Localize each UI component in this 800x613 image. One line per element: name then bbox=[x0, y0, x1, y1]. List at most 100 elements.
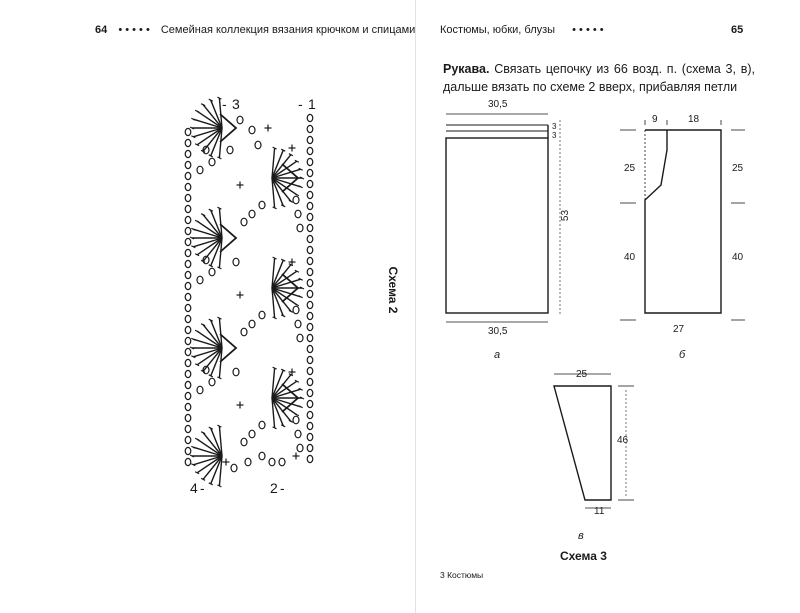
double-crochet-stitch bbox=[271, 177, 298, 196]
chain-stitch-oval bbox=[184, 303, 192, 313]
double-crochet-stitch bbox=[196, 127, 223, 146]
stitch-top-bar bbox=[200, 477, 206, 481]
double-crochet-stitch bbox=[271, 397, 292, 422]
schema-c-top: 25 bbox=[576, 369, 588, 380]
chain-stitch-oval bbox=[184, 314, 192, 324]
double-crochet-stitch bbox=[271, 154, 292, 179]
stitch-top-bar bbox=[299, 176, 305, 180]
row-label-4: 4 bbox=[190, 480, 198, 496]
double-crochet-stitch bbox=[271, 287, 276, 318]
stitch-top-bar bbox=[194, 471, 200, 475]
stitch-top-bar bbox=[217, 424, 222, 428]
v-stitch-cluster bbox=[281, 383, 300, 413]
double-crochet-stitch bbox=[218, 208, 223, 239]
page-footer: 3 Костюмы bbox=[440, 570, 484, 580]
stitch-top-bar bbox=[280, 204, 286, 208]
double-crochet-stitch bbox=[196, 237, 223, 256]
schema-a-caption: а bbox=[494, 349, 501, 361]
double-crochet-stitch bbox=[271, 368, 276, 399]
double-crochet-stitch bbox=[271, 168, 301, 179]
chain-stitch-oval bbox=[184, 369, 192, 379]
double-crochet-stitch bbox=[271, 287, 301, 298]
chain-stitch-oval bbox=[236, 115, 244, 125]
stitch-top-bar bbox=[191, 355, 196, 359]
stitch-top-bar bbox=[298, 387, 303, 391]
chain-stitch-oval bbox=[258, 420, 266, 430]
chain-stitch-oval bbox=[306, 344, 314, 354]
chain-stitch-oval bbox=[248, 429, 256, 439]
schema-3-title: Схема 3 bbox=[560, 549, 607, 563]
row-label-1-prefix: - bbox=[298, 96, 303, 112]
chain-stitch-oval bbox=[184, 435, 192, 445]
chain-stitch-oval bbox=[268, 457, 276, 467]
schema-b-outline bbox=[644, 129, 722, 314]
double-crochet-stitch bbox=[271, 369, 284, 399]
left-page-header: 64 • • • • • Семейная коллекция вязания … bbox=[95, 24, 415, 36]
chain-stitch-oval bbox=[184, 380, 192, 390]
double-crochet-stitch bbox=[218, 98, 223, 129]
chain-stitch-oval bbox=[202, 365, 210, 375]
chain-stitch-oval bbox=[306, 322, 314, 332]
double-crochet-stitch bbox=[271, 270, 298, 289]
double-crochet-stitch bbox=[271, 287, 298, 306]
chain-stitch-oval bbox=[306, 113, 314, 123]
double-crochet-stitch bbox=[218, 127, 223, 158]
schema-b-left-lower: 40 bbox=[624, 252, 636, 263]
double-crochet-stitch bbox=[271, 258, 276, 289]
schema-b-caption: б bbox=[679, 349, 686, 361]
double-crochet-stitch bbox=[218, 347, 223, 378]
stitch-top-bar bbox=[189, 454, 195, 458]
double-crochet-stitch bbox=[271, 380, 298, 399]
chain-stitch-oval bbox=[306, 201, 314, 211]
stitch-top-bar bbox=[280, 258, 286, 262]
schema-b-top-right: 18 bbox=[688, 114, 700, 125]
chain-stitch-oval bbox=[202, 145, 210, 155]
stitch-top-bar bbox=[294, 413, 300, 417]
chain-stitch-oval bbox=[184, 457, 192, 467]
chain-stitch-oval bbox=[226, 145, 234, 155]
stitch-top-bar bbox=[272, 316, 277, 320]
chain-stitch-oval bbox=[306, 135, 314, 145]
chain-stitch-oval bbox=[240, 437, 248, 447]
chain-stitch-oval bbox=[306, 454, 314, 464]
chain-stitch-oval bbox=[306, 432, 314, 442]
chain-stitch-oval bbox=[184, 182, 192, 192]
chain-stitch-oval bbox=[184, 336, 192, 346]
stitch-top-bar bbox=[272, 366, 277, 370]
stitch-top-bar bbox=[189, 346, 195, 350]
stitch-top-bar bbox=[217, 316, 222, 320]
stitch-top-bar bbox=[280, 314, 286, 318]
chain-stitch-oval bbox=[306, 388, 314, 398]
row-label-3-prefix: - bbox=[222, 96, 227, 112]
stitch-top-bar bbox=[194, 437, 200, 441]
chain-stitch-oval bbox=[196, 275, 204, 285]
right-running-title: Костюмы, юбки, блузы bbox=[440, 24, 556, 36]
chain-stitch-oval bbox=[248, 125, 256, 135]
stitch-top-bar bbox=[294, 303, 300, 307]
stitch-top-bar bbox=[191, 227, 196, 231]
double-crochet-stitch bbox=[202, 347, 223, 372]
stitch-top-bar bbox=[208, 264, 214, 268]
chain-stitch-oval bbox=[294, 429, 302, 439]
chain-stitch-oval bbox=[232, 367, 240, 377]
double-crochet-stitch bbox=[193, 347, 223, 358]
chain-stitch-oval bbox=[208, 267, 216, 277]
chain-stitch-oval bbox=[306, 399, 314, 409]
v-stitch-cluster bbox=[281, 163, 300, 193]
row-label-3: 3 bbox=[232, 96, 240, 112]
stitch-top-bar bbox=[298, 405, 303, 409]
double-crochet-stitch bbox=[271, 397, 276, 428]
stitch-top-bar bbox=[194, 253, 200, 257]
stitch-top-bar bbox=[298, 185, 303, 189]
chain-stitch-oval bbox=[184, 226, 192, 236]
double-crochet-stitch bbox=[202, 324, 223, 349]
chain-stitch-oval bbox=[306, 289, 314, 299]
chain-stitch-oval bbox=[292, 415, 300, 425]
double-crochet-stitch bbox=[271, 177, 292, 202]
left-page-number: 64 bbox=[95, 24, 108, 36]
chain-stitch-oval bbox=[248, 319, 256, 329]
body-text: Связать цепочку из 66 возд. п. (схема 3,… bbox=[443, 62, 755, 94]
double-crochet-stitch bbox=[271, 259, 284, 289]
stitch-top-bar bbox=[299, 396, 305, 400]
double-crochet-stitch bbox=[196, 438, 223, 457]
